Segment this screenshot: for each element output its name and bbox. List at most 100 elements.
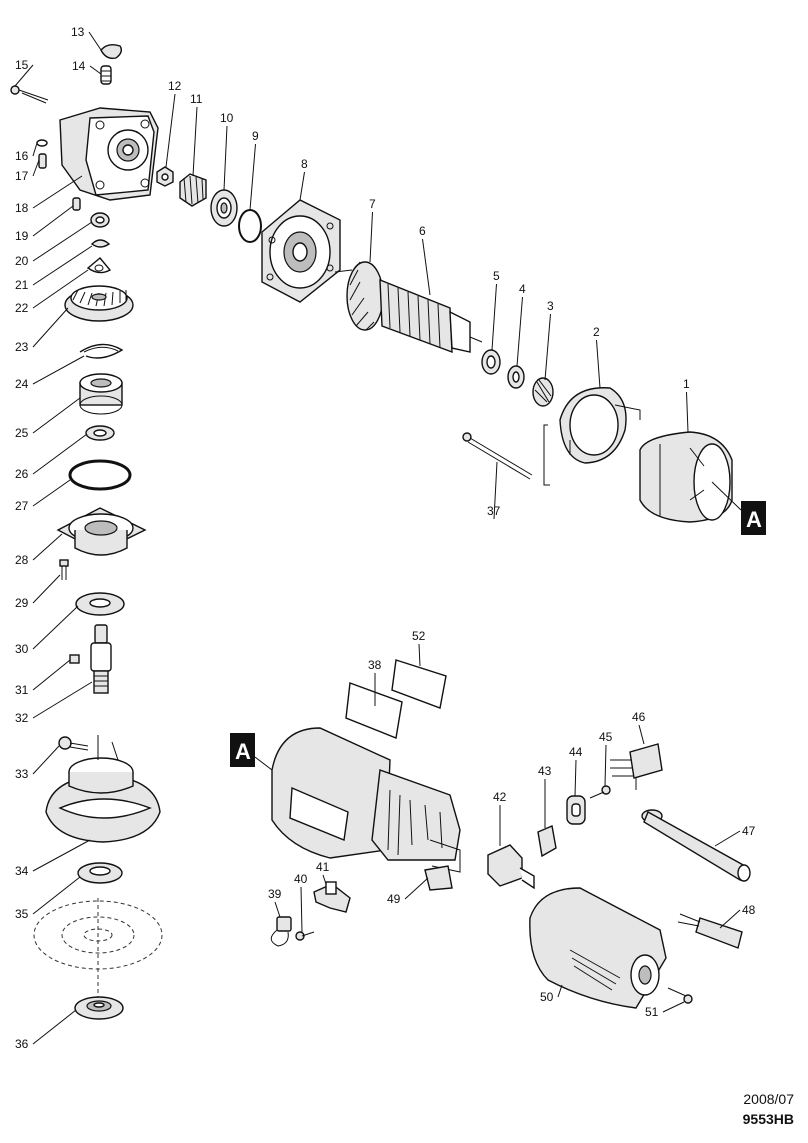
callout-leader-26 (32, 433, 88, 475)
callout-leader-1 (686, 391, 689, 433)
part-2-baffle-plate (559, 387, 641, 464)
callout-number-2: 2 (593, 325, 600, 339)
part-37-screw (462, 432, 533, 480)
part-22-cam (86, 257, 112, 274)
callout-leader-41 (322, 874, 327, 885)
callout-leader-7 (369, 211, 373, 263)
part-44-strain-relief (566, 795, 586, 825)
callout-number-6: 6 (419, 224, 426, 238)
callout-leader-6 (422, 238, 431, 296)
callout-leader-39 (274, 901, 281, 918)
part-17-pin (38, 153, 47, 169)
gear-housing (59, 107, 159, 201)
svg-text:A: A (235, 739, 251, 764)
callout-leader-32 (32, 681, 93, 719)
callout-number-24: 24 (15, 377, 29, 391)
callout-number-42: 42 (493, 790, 507, 804)
part-25-ball-bearing (79, 373, 123, 415)
callout-number-22: 22 (15, 301, 29, 315)
callout-leader-4 (516, 296, 523, 367)
callout-number-36: 36 (15, 1037, 29, 1051)
callout-number-28: 28 (15, 553, 29, 567)
part-45-screw (589, 785, 611, 799)
callout-number-21: 21 (15, 278, 29, 292)
callout-leader-24 (32, 355, 85, 385)
part-36-lock-nut (74, 996, 124, 1020)
callout-leader-30 (32, 605, 79, 650)
callout-number-34: 34 (15, 864, 29, 878)
callout-number-16: 16 (15, 149, 29, 163)
section-marker-a-top: A (711, 481, 766, 535)
callout-number-7: 7 (369, 197, 376, 211)
part-50-rear-cover (529, 887, 667, 1009)
callout-leader-40 (300, 886, 303, 933)
callout-number-40: 40 (294, 872, 308, 886)
callout-number-20: 20 (15, 254, 29, 268)
callout-number-44: 44 (569, 745, 583, 759)
callout-leader-13 (88, 31, 102, 51)
part-10-ball-bearing (210, 189, 238, 227)
callout-number-18: 18 (15, 201, 29, 215)
part-19-pin (72, 197, 81, 211)
callout-number-31: 31 (15, 683, 29, 697)
part-48-power-cord (677, 913, 743, 949)
callout-number-12: 12 (168, 79, 182, 93)
callout-leader-3 (544, 313, 551, 381)
part-12-hex-nut (156, 166, 174, 187)
callout-number-27: 27 (15, 499, 29, 513)
callout-leader-11 (192, 106, 198, 177)
part-31-woodruff-key (69, 654, 80, 664)
callout-leader-52 (418, 643, 421, 667)
part-34-wheel-guard (45, 735, 161, 843)
callout-leader-46 (638, 724, 645, 745)
callout-number-15: 15 (15, 58, 29, 72)
callout-number-1: 1 (683, 377, 690, 391)
part-27-o-ring (68, 459, 132, 491)
grinding-wheel-outline (33, 898, 163, 1000)
callout-leader-50 (557, 984, 563, 998)
part-8-bearing-retainer (261, 199, 341, 303)
callout-leader-37 (493, 461, 498, 520)
part-1-field (639, 431, 733, 523)
callout-leader-2 (596, 339, 601, 389)
callout-number-32: 32 (15, 711, 29, 725)
callout-leader-27 (32, 479, 71, 507)
motor-housing (271, 727, 461, 873)
part-49-brush-holder (424, 865, 453, 891)
callout-leader-49 (404, 877, 429, 900)
callout-number-37: 37 (487, 504, 501, 518)
callout-leader-25 (32, 397, 81, 434)
part-35-inner-flange (77, 862, 123, 884)
part-9-o-ring (238, 209, 262, 243)
callout-number-43: 43 (538, 764, 552, 778)
callout-leader-8 (299, 171, 305, 201)
part-47-cord-guard (641, 809, 751, 882)
callout-leader-28 (32, 533, 63, 561)
callout-number-33: 33 (15, 767, 29, 781)
part-39-carbon-brush (270, 916, 292, 947)
callout-leader-22 (32, 269, 89, 309)
callout-leader-44 (574, 759, 577, 797)
part-15-screw (10, 85, 49, 104)
callout-number-25: 25 (15, 426, 29, 440)
callout-leader-33 (32, 745, 60, 775)
part-43-terminal (537, 825, 557, 858)
callout-leader-31 (32, 659, 71, 691)
part-41-brush-holder (313, 881, 351, 913)
callout-leader-21 (32, 245, 93, 286)
part-20-needle-bearing (90, 212, 110, 228)
callout-leader-16 (32, 142, 38, 157)
part-46-noise-suppressor (610, 743, 663, 790)
part-21-retaining-ring (90, 239, 111, 248)
part-51-screw (667, 987, 693, 1004)
callout-number-5: 5 (493, 269, 500, 283)
callout-leader-34 (32, 839, 91, 872)
callout-number-17: 17 (15, 169, 29, 183)
callout-labels: 1234567891011121314151617181920212223242… (14, 25, 756, 1051)
callout-number-29: 29 (15, 596, 29, 610)
part-23-spiral-bevel-gear (64, 285, 134, 322)
callout-leader-15 (14, 64, 34, 87)
section-marker-a-bottom: A (230, 733, 273, 771)
part-33-screw (58, 736, 89, 751)
